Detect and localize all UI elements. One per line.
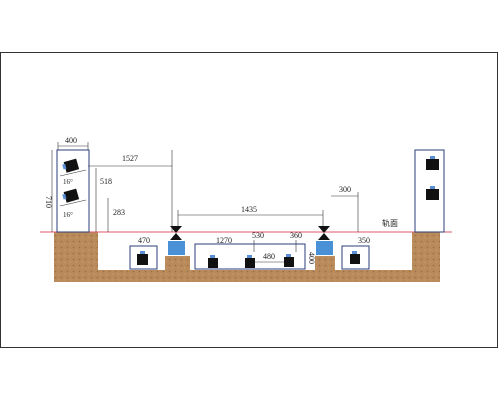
lower-angle-label: 16°: [63, 211, 73, 219]
center-camera-right: [284, 254, 294, 267]
upper-mount-height-dim: 518: [100, 177, 112, 186]
left-upper-camera: [62, 158, 80, 173]
center-camera-middle: [245, 255, 255, 268]
ground-section: [54, 232, 440, 282]
left-rail: [168, 226, 185, 255]
rail-surface-label: 轨面: [382, 218, 398, 228]
left-lower-camera: [62, 188, 80, 203]
right-upper-camera: [426, 156, 439, 170]
center-pit-width-dim: 1270: [216, 236, 232, 245]
center-camera-spacing-dim: 480: [263, 252, 275, 261]
left-offset-dim: 1527: [122, 154, 138, 163]
center-camera-left: [208, 255, 218, 268]
lower-mount-height-dim: 283: [113, 208, 125, 217]
track-gauge-dim: 1435: [241, 205, 257, 214]
post-height-dim: 710: [44, 196, 53, 208]
upper-angle-label: 16°: [63, 178, 73, 186]
right-rail: [316, 226, 333, 255]
center-inner-dim: 530: [252, 231, 264, 240]
right-lower-camera: [426, 186, 439, 200]
center-right-dim: 360: [290, 231, 302, 240]
left-pit-width-dim: 470: [138, 236, 150, 245]
pit-depth-dim: 400: [307, 252, 316, 264]
right-pit-width-dim: 350: [358, 236, 370, 245]
post-width-dim: 400: [65, 136, 77, 145]
right-offset-dim: 300: [339, 185, 351, 194]
